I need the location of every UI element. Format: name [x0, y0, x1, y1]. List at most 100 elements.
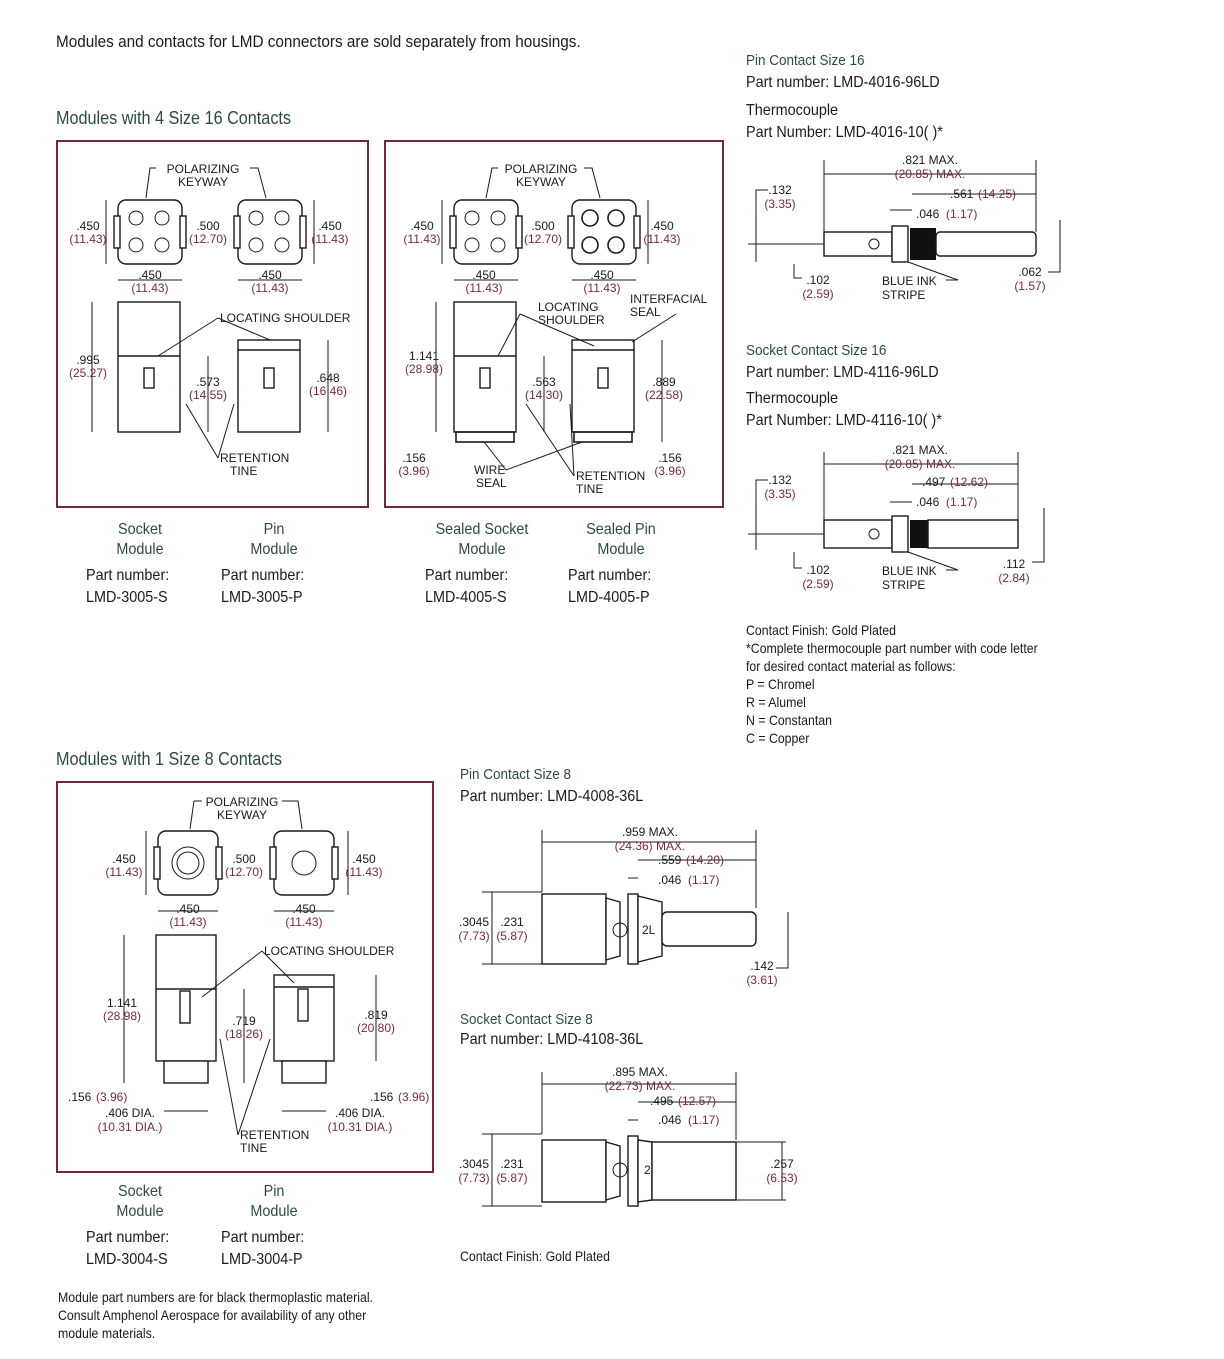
pin16-am: (14.25) — [978, 187, 1016, 201]
retention-label: RETENTION — [576, 469, 645, 483]
caption-pin-part: Part number:LMD-3005-P — [221, 567, 305, 606]
dim-450-left: .450 — [410, 219, 434, 233]
dim-450-left: .450 — [112, 852, 136, 866]
pin16-drawing: .821 MAX. (20.85) MAX. .561 (14.25) .046… — [748, 153, 1061, 302]
pin8-cm: (7.73) — [458, 929, 489, 943]
socket16-c: .132 — [768, 473, 792, 487]
intro-text: Modules and contacts for LMD connectors … — [56, 32, 581, 51]
pin8-d: .231 — [500, 915, 524, 929]
pin16-a: .561 — [950, 187, 974, 201]
socket16-stripe: STRIPE — [882, 578, 925, 592]
pin16-cm: (3.35) — [764, 197, 795, 211]
dim-563: .563 — [532, 375, 556, 389]
pin16-maxm: (20.85) MAX. — [895, 167, 966, 181]
dim-500: .500 — [232, 852, 256, 866]
panel-socket-pin-module: POLARIZING KEYWAY .450 (11.43) .500 (12.… — [56, 140, 369, 508]
dim-406-left: .406 DIA. — [105, 1106, 155, 1120]
caption-socket-part-8: Part number:LMD-3004-S — [86, 1229, 170, 1268]
pin8-title: Pin Contact Size 8 — [460, 766, 572, 783]
pin16-em: (1.57) — [1014, 279, 1045, 293]
dim-406m-left: (10.31 DIA.) — [98, 1120, 163, 1134]
pin16-part: Part number: LMD-4016-96LD — [746, 74, 940, 91]
caption-sealed-socket-part: Part number:LMD-4005-S — [425, 567, 509, 606]
caption-socket-part: Part number:LMD-3005-S — [86, 567, 170, 606]
tine-label: TINE — [576, 482, 603, 496]
dim-450m-right: (11.43) — [311, 232, 348, 246]
socket8-part: Part number: LMD-4108-36L — [460, 1031, 644, 1048]
dim-450m-left: (11.43) — [69, 232, 106, 246]
pin16-max: .821 MAX. — [902, 153, 958, 167]
dim-648m: (16.46) — [309, 384, 347, 398]
pin8-a: .559 — [658, 853, 682, 867]
dim-450m-right: (11.43) — [643, 232, 680, 246]
pin8-e: .142 — [750, 959, 774, 973]
dim-450m-bottom-b: (11.43) — [285, 915, 322, 929]
dim-156-left: .156 — [402, 451, 426, 465]
dim-450-bottom-a: .450 — [138, 268, 162, 282]
panel-sealed-module: POLARIZING KEYWAY .450 (11.43) .500 (12.… — [384, 140, 724, 508]
socket8-am: (12.57) — [678, 1094, 716, 1108]
dim-995m: (25.27) — [69, 366, 107, 380]
dim-719: .719 — [232, 1014, 256, 1028]
dim-1141m: (28.98) — [405, 362, 443, 376]
socket16-part: Part number: LMD-4116-96LD — [746, 364, 939, 381]
dim-500: .500 — [531, 219, 555, 233]
dim-156m-right: (3.96) — [654, 464, 685, 478]
pin8-part: Part number: LMD-4008-36L — [460, 788, 644, 805]
socket16-blue: BLUE INK — [882, 564, 937, 578]
dim-450m-bottom-b: (11.43) — [251, 281, 288, 295]
socket16-dm: (2.59) — [802, 577, 833, 591]
dim-156m-left: (3.96) — [398, 464, 429, 478]
dim-450-right: .450 — [318, 219, 342, 233]
socket8-d: .231 — [500, 1157, 524, 1171]
pin8-max: .959 MAX. — [622, 825, 678, 839]
pin16-e: .062 — [1018, 265, 1042, 279]
socket16-max: .821 MAX. — [892, 443, 948, 457]
interfacial-label: INTERFACIAL — [630, 292, 708, 306]
dim-450m-left: (11.43) — [403, 232, 440, 246]
socket8-em: (6.53) — [766, 1171, 797, 1185]
seal-label: SEAL — [630, 305, 661, 319]
contact-finish-8: Contact Finish: Gold Plated — [460, 1248, 610, 1264]
socket16-e: .112 — [1003, 557, 1026, 571]
dim-500m: (12.70) — [524, 232, 562, 246]
dim-889m: (22.58) — [645, 388, 683, 402]
socket16-maxm: (20.85) MAX. — [885, 457, 956, 471]
dim-156m-right: (3.96) — [398, 1090, 429, 1104]
wire-seal-label: SEAL — [476, 476, 507, 490]
dim-450-bottom-a: .450 — [176, 902, 200, 916]
retention-label: RETENTION — [240, 1128, 309, 1142]
socket16-a: .497 — [922, 475, 946, 489]
dim-450-bottom-b: .450 — [292, 902, 316, 916]
dim-450m-bottom-a: (11.43) — [465, 281, 502, 295]
pin16-d: .102 — [806, 273, 830, 287]
dim-995: .995 — [76, 353, 100, 367]
dim-450-bottom-b: .450 — [590, 268, 614, 282]
socket16-d: .102 — [806, 563, 830, 577]
caption-pin-part-8: Part number:LMD-3004-P — [221, 1229, 305, 1268]
dim-450-right: .450 — [650, 219, 674, 233]
retention-label: RETENTION — [220, 451, 289, 465]
dim-450m-bottom-a: (11.43) — [169, 915, 206, 929]
socket16-title: Socket Contact Size 16 — [746, 342, 887, 359]
dim-889: .889 — [652, 375, 676, 389]
pin8-marking: 2L — [642, 923, 656, 937]
dim-1141m: (28.98) — [103, 1009, 141, 1023]
dim-450-bottom-a: .450 — [472, 268, 496, 282]
locating-shoulder-label: LOCATING SHOULDER — [264, 944, 395, 958]
dim-648: .648 — [316, 371, 340, 385]
socket16-thermo: Thermocouple — [746, 390, 839, 407]
socket16-cm: (3.35) — [764, 487, 795, 501]
socket16-thermo-part: Part Number: LMD-4116-10( )* — [746, 412, 942, 429]
pin16-dm: (2.59) — [802, 287, 833, 301]
socket16-drawing: .821 MAX. (20.85) MAX. .497 (12.62) .046… — [748, 443, 1045, 592]
dim-450-bottom-b: .450 — [258, 268, 282, 282]
dim-563m: (14.30) — [525, 388, 563, 402]
keyway-label: KEYWAY — [516, 175, 566, 189]
dim-450-right: .450 — [352, 852, 376, 866]
polarizing-label: POLARIZING — [206, 795, 279, 809]
socket16-bm: (1.17) — [946, 495, 977, 509]
